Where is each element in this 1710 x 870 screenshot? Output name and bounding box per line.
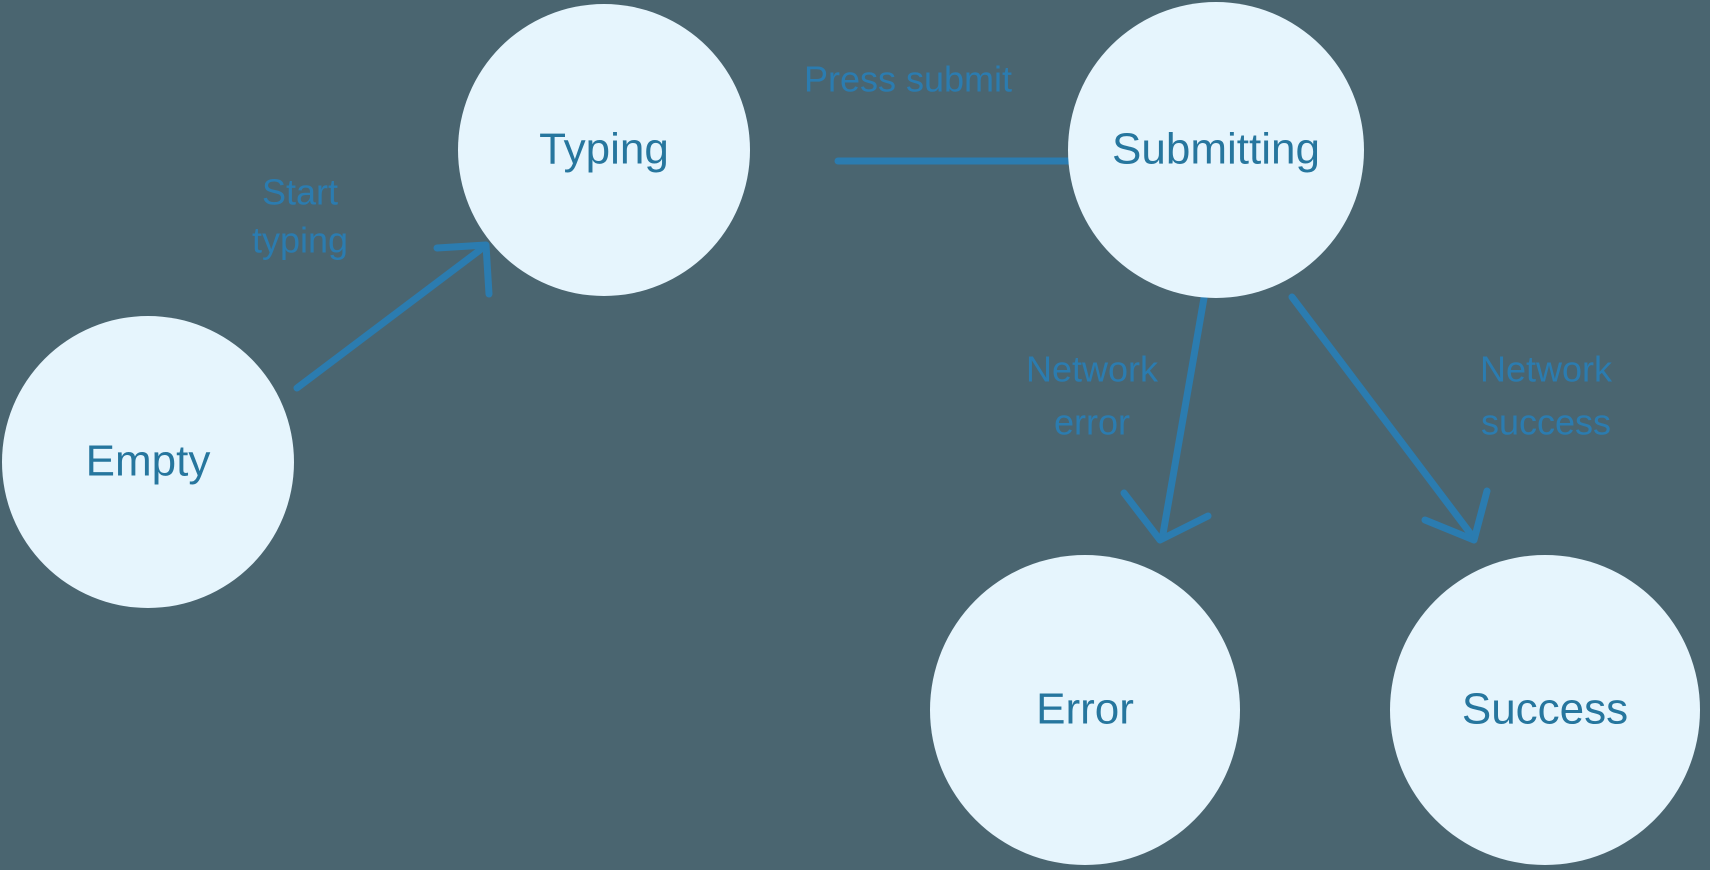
edge-label-typing-to-submitting-line-1: Press submit bbox=[804, 59, 1012, 100]
node-success[interactable]: Success bbox=[1390, 555, 1700, 865]
node-empty-label: Empty bbox=[86, 437, 211, 486]
edge-label-submitting-to-error: Network error bbox=[1026, 349, 1159, 443]
node-submitting-circle bbox=[1068, 2, 1364, 298]
edge-empty-to-typing[interactable] bbox=[293, 241, 493, 392]
edge-label-submitting-to-error-line-1: Network bbox=[1026, 349, 1159, 390]
node-error-circle bbox=[930, 555, 1240, 865]
edge-line-submitting-to-success bbox=[1288, 293, 1474, 537]
arrowhead-submitting-to-success bbox=[1421, 487, 1491, 544]
edge-label-typing-to-submitting: Press submit bbox=[804, 59, 1012, 100]
node-typing-label: Typing bbox=[539, 125, 669, 174]
node-error-label: Error bbox=[1036, 685, 1134, 734]
node-typing-circle bbox=[458, 4, 750, 296]
edge-label-empty-to-typing-line-1: Start bbox=[262, 172, 338, 213]
arrowhead-submitting-to-error bbox=[1120, 489, 1212, 544]
edge-label-submitting-to-error-line-2: error bbox=[1054, 402, 1130, 443]
edge-label-empty-to-typing-line-2: typing bbox=[252, 220, 348, 261]
node-empty-circle bbox=[2, 316, 294, 608]
node-error[interactable]: Error bbox=[930, 555, 1240, 865]
edge-submitting-to-success[interactable] bbox=[1288, 293, 1491, 544]
edge-label-empty-to-typing: Start typing bbox=[252, 172, 348, 261]
edge-label-submitting-to-success: Network success bbox=[1480, 349, 1613, 443]
node-typing[interactable]: Typing bbox=[458, 4, 750, 296]
arrowhead-empty-to-typing bbox=[433, 241, 493, 298]
edge-label-submitting-to-success-line-1: Network bbox=[1480, 349, 1613, 390]
node-success-label: Success bbox=[1462, 685, 1628, 734]
node-empty[interactable]: Empty bbox=[2, 316, 294, 608]
node-success-circle bbox=[1390, 555, 1700, 865]
edge-line-submitting-to-error bbox=[1159, 294, 1208, 538]
edge-line-empty-to-typing bbox=[293, 246, 484, 392]
edge-submitting-to-error[interactable] bbox=[1120, 294, 1212, 544]
edge-label-submitting-to-success-line-2: success bbox=[1481, 402, 1611, 443]
node-submitting[interactable]: Submitting bbox=[1068, 2, 1364, 298]
node-submitting-label: Submitting bbox=[1112, 125, 1320, 174]
